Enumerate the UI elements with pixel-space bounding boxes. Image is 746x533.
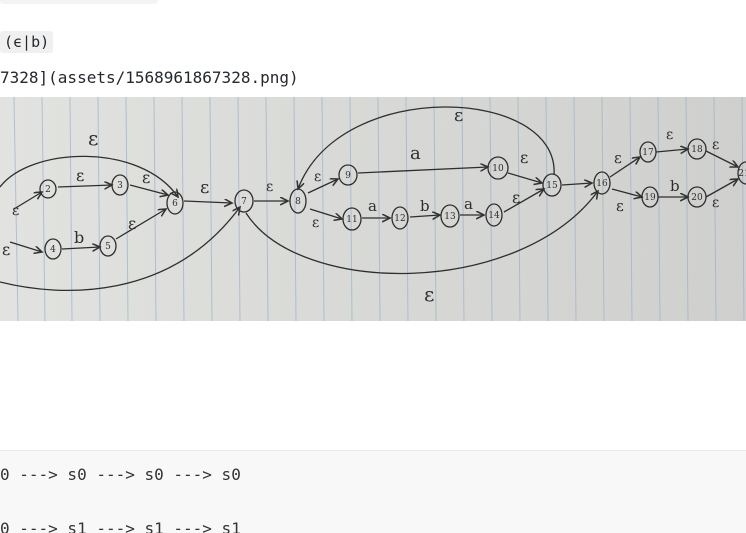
state-label: 7 [241,197,247,207]
state-15 [542,173,562,197]
edge-label-eps: ε [266,179,273,195]
state-label: 19 [644,193,656,203]
state-label: 18 [691,145,703,155]
state-label: 21 [738,169,746,179]
edge-label-eps: ε [2,240,10,259]
edge-label-eps: ε [614,149,622,167]
state-4 [44,238,62,260]
state-label: 2 [45,185,51,195]
nfa-states [39,138,746,260]
state-label: 14 [488,211,500,221]
edge-label-eps: ε [314,169,321,185]
edge-label-b: b [420,197,430,215]
edge-label-eps: ε [666,127,673,143]
code-snippet-fragment [0,0,158,4]
edge-label-eps: ε [128,214,136,233]
edge-label-eps: ε [12,203,19,219]
edge-label-a: a [368,197,377,215]
state-20 [687,186,707,208]
state-label: 15 [546,181,558,191]
state-6 [166,191,184,215]
state-label: 16 [596,179,608,189]
state-9 [338,164,358,186]
edge-label-eps: ε [200,177,209,198]
code-line: 0 ---> s1 ---> s1 ---> s1 [0,519,241,533]
edge-label-eps: ε [712,195,719,211]
state-8 [289,188,307,214]
state-label: 3 [117,181,123,191]
state-18 [687,138,707,160]
code-block[interactable]: 0 ---> s0 ---> s0 ---> s0 0 ---> s1 --->… [0,450,746,533]
state-label: 20 [691,193,703,203]
state-label: 5 [105,242,111,252]
state-label: 12 [394,214,405,224]
image-markdown-source[interactable]: 7328](assets/1568961867328.png) [0,68,299,87]
state-label: 11 [346,215,357,225]
state-label: 13 [444,212,456,222]
edge-label-eps: ε [424,282,434,306]
paper-rules [13,97,745,321]
edge-label-b: b [74,228,84,247]
state-label: 17 [642,148,654,158]
edge-label-eps: ε [76,166,84,185]
state-5 [99,235,117,257]
state-label: 4 [50,245,56,255]
edge-label-eps: ε [312,215,319,231]
inline-code: (ϵ|b) [0,31,54,53]
edge-label-eps: ε [88,126,98,150]
edge-labels: ε ε ε ε ε b ε ε ε ε ε a ε a b a ε ε ε ε … [2,105,719,306]
state-13 [440,204,460,228]
state-16 [593,171,611,195]
nfa-photo: 2 3 4 5 6 7 8 9 10 11 12 13 14 15 16 17 … [0,97,746,321]
state-2 [39,179,57,199]
state-14 [485,203,503,227]
state-12 [391,206,409,230]
edge-label-eps: ε [142,168,150,187]
state-19 [641,186,659,208]
state-11 [342,207,362,231]
edge-label-eps: ε [616,197,624,215]
edge-label-eps: ε [520,148,528,167]
nfa-diagram: 2 3 4 5 6 7 8 9 10 11 12 13 14 15 16 17 … [0,97,746,321]
nfa-edges [0,106,738,291]
edge-label-a: a [464,195,473,213]
edge-label-eps: ε [512,188,520,207]
state-label: 10 [492,164,504,174]
state-17 [639,141,657,163]
edge-label-eps: ε [712,137,719,153]
state-7 [234,189,254,213]
edge-label-a: a [410,143,421,164]
state-3 [111,174,129,196]
state-label: 6 [172,199,178,209]
edge-label-b: b [670,177,680,195]
state-label: 8 [295,197,301,207]
state-numbers: 2 3 4 5 6 7 8 9 10 11 12 13 14 15 16 17 … [45,145,746,255]
state-21 [737,161,746,185]
code-line: 0 ---> s0 ---> s0 ---> s0 [0,465,241,484]
state-10 [487,156,509,180]
state-label: 9 [345,171,351,181]
edge-label-eps: ε [454,105,463,126]
